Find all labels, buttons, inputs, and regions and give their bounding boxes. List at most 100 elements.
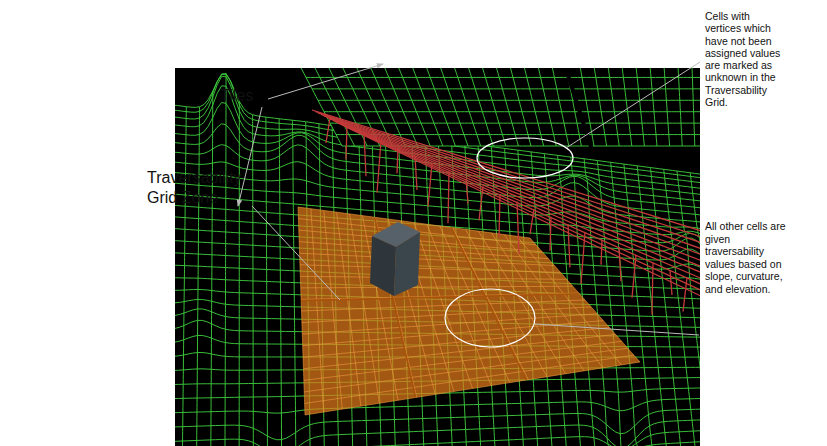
label-block: Traversability Grid Zone	[147, 168, 247, 208]
zone-grid-line	[478, 231, 565, 374]
mesh-line	[175, 397, 700, 414]
mesh-line	[426, 68, 455, 146]
mesh-line	[624, 164, 655, 446]
laser-ray	[448, 171, 449, 223]
label-block: All other cells are given traversability…	[705, 220, 791, 295]
zone-seam	[451, 227, 526, 380]
mesh-line	[318, 100, 700, 101]
leader-line	[252, 206, 340, 300]
mesh-line	[664, 68, 670, 146]
laser-ray	[517, 202, 519, 254]
mesh-line	[398, 68, 430, 146]
mesh-line	[324, 111, 700, 112]
laser-ray	[312, 110, 700, 232]
laser-ray	[619, 247, 621, 281]
mesh-line	[279, 119, 282, 446]
zone-grid-line	[414, 223, 473, 389]
mesh-line	[312, 88, 700, 89]
laser-ray	[568, 224, 570, 267]
laser-ray	[652, 262, 653, 314]
zone-grid-line	[324, 210, 342, 409]
mesh-line	[482, 68, 506, 146]
mesh-line	[678, 68, 682, 146]
laser-ray	[670, 270, 672, 295]
mesh-line	[636, 68, 644, 146]
leader-line	[535, 324, 699, 335]
laser-ray	[683, 278, 687, 312]
mesh-line	[594, 68, 607, 146]
mesh-line	[182, 107, 187, 446]
laser-ray	[315, 112, 700, 239]
mesh-line	[196, 107, 199, 446]
mesh-line	[225, 74, 226, 446]
robot-front	[394, 232, 420, 296]
callout-note: Cells with vertices which have not been …	[705, 10, 785, 108]
leader-line	[238, 107, 262, 206]
callout-ellipse	[477, 138, 573, 178]
laser-ray	[530, 209, 534, 234]
mesh-line	[510, 68, 531, 146]
laser-ray	[324, 116, 700, 256]
mesh-line	[412, 68, 443, 146]
mesh-line	[650, 68, 657, 146]
mesh-line	[252, 115, 254, 446]
laser-ray	[550, 217, 551, 251]
laser-rays	[312, 110, 700, 314]
laser-ray	[346, 126, 347, 160]
mesh-line	[496, 68, 518, 146]
zone-grid-line	[504, 235, 603, 368]
laser-ray	[632, 255, 636, 298]
laser-ray	[499, 194, 500, 237]
mesh-line	[440, 68, 468, 146]
mesh-line	[306, 77, 700, 78]
laser-ray	[377, 141, 381, 193]
callout-note: All other cells are given traversability…	[705, 220, 791, 295]
mesh-line	[468, 68, 493, 146]
laser-ray	[364, 133, 366, 176]
laser-ray	[581, 232, 585, 284]
tile-seam	[565, 68, 592, 150]
leader-line	[566, 62, 700, 148]
laser-ray	[397, 148, 398, 173]
laser-ray	[327, 118, 700, 263]
zone-grid-line	[427, 224, 491, 385]
laser-ray	[345, 127, 700, 299]
mesh-line	[690, 173, 700, 446]
laser-ray	[415, 156, 417, 190]
label-block: Tiles	[220, 86, 290, 106]
mesh-line	[611, 162, 641, 446]
zone-grid-line	[466, 229, 547, 376]
mesh-line	[175, 145, 700, 212]
callout-label: Tiles	[220, 86, 290, 106]
laser-ray	[466, 179, 468, 204]
label-block: Cells with vertices which have not been …	[705, 10, 785, 108]
mesh-line	[239, 101, 240, 446]
leader-line	[268, 64, 383, 99]
mesh-line	[175, 167, 700, 226]
mesh-line	[210, 91, 212, 446]
callout-ellipse	[445, 289, 535, 347]
robot-side	[370, 236, 396, 296]
mesh-line	[692, 68, 695, 146]
laser-ray	[601, 240, 602, 265]
mesh-line	[552, 68, 569, 146]
mesh-line	[454, 68, 481, 146]
zone-grid-line	[298, 207, 305, 415]
laser-ray	[479, 186, 483, 220]
laser-ray	[428, 164, 432, 207]
zone-grid-line	[311, 209, 324, 412]
mesh-line	[292, 120, 296, 446]
mesh-line	[637, 166, 669, 446]
laser-ray	[321, 115, 700, 251]
laser-ray	[326, 118, 330, 143]
callout-label: Traversability Grid Zone	[147, 168, 247, 208]
zone-seam	[301, 294, 579, 301]
zone-grid-line	[530, 238, 640, 362]
mesh-line	[330, 123, 700, 124]
mesh-line	[538, 68, 556, 146]
mesh-line	[608, 68, 619, 146]
mesh-line	[266, 117, 268, 446]
laser-ray	[318, 113, 700, 244]
mesh-line	[677, 171, 700, 446]
